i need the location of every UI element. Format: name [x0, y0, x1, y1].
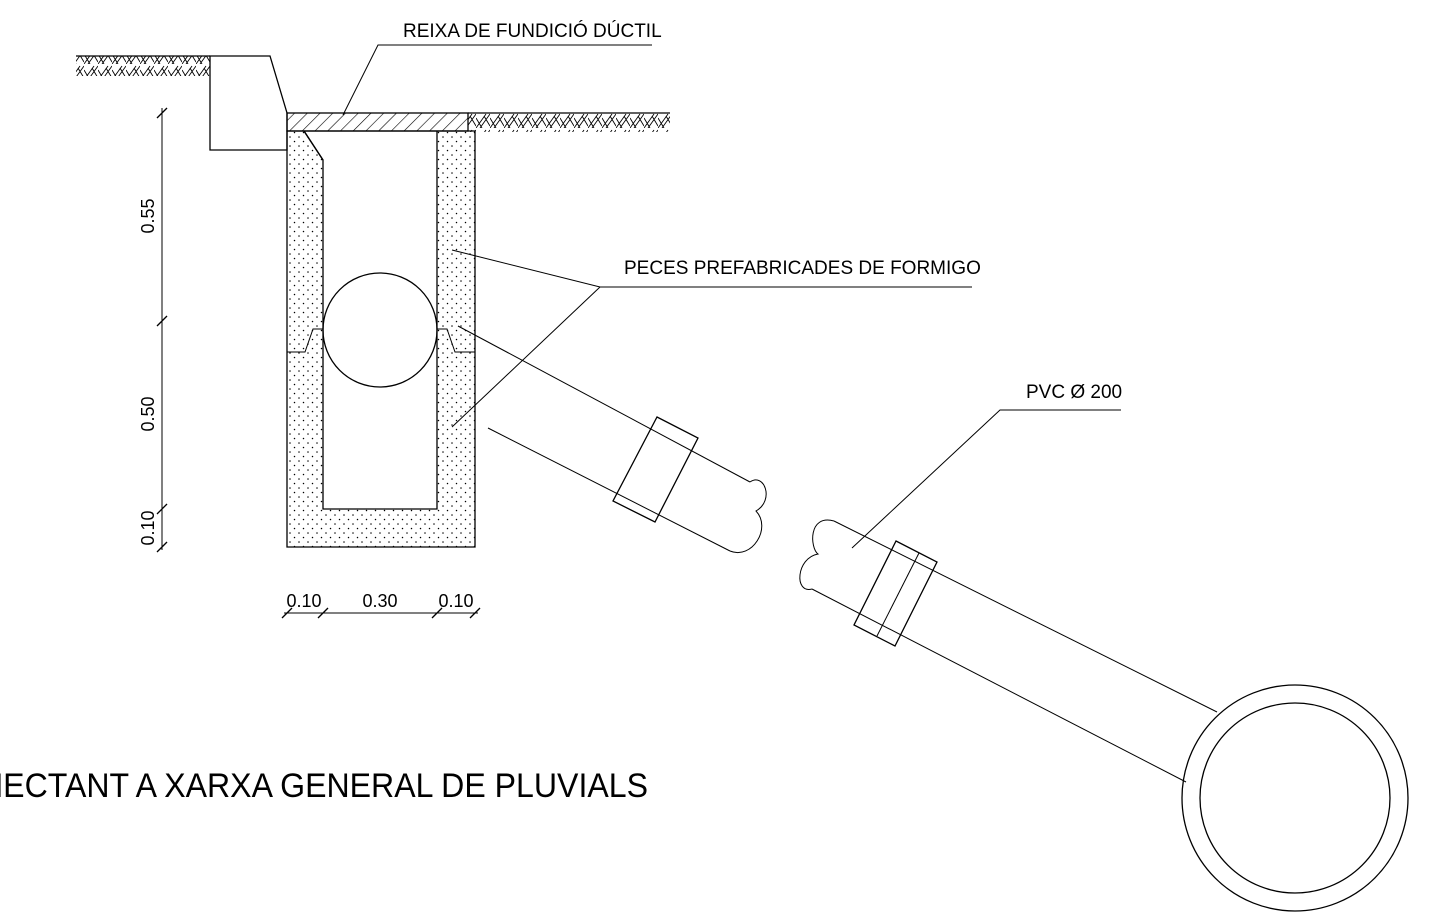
precast-channel-body	[286, 130, 476, 548]
ground-left	[76, 55, 210, 76]
pvc-pipe-upper	[457, 325, 767, 554]
channel-joint-left	[287, 328, 323, 353]
vertical-dimension	[156, 107, 168, 553]
pipe-leader	[851, 409, 1121, 549]
vertical-dim-label-1: 0.55	[138, 198, 158, 233]
grate-leader	[342, 44, 652, 116]
vertical-dim-label-3: 0.10	[138, 510, 158, 545]
pipe-coupling-upper	[612, 416, 699, 523]
drawing-title: NECTANT A XARXA GENERAL DE PLUVIALS	[0, 767, 648, 805]
channel-joint-right	[437, 328, 475, 353]
grate-label: REIXA DE FUNDICIÓ DÚCTIL	[403, 20, 662, 42]
ground-right	[468, 112, 670, 132]
horizontal-dim-label-3: 0.10	[438, 591, 473, 611]
horizontal-dim-label-1: 0.10	[286, 591, 321, 611]
curb	[209, 55, 288, 151]
outlet-opening	[322, 272, 438, 388]
pvc-pipe-lower	[799, 519, 1218, 783]
vertical-dim-label-2: 0.50	[138, 396, 158, 431]
pipe-coupling-lower	[853, 540, 938, 647]
horizontal-dimension	[281, 607, 481, 619]
main-collector	[1181, 684, 1409, 912]
grate	[286, 112, 469, 132]
pipe-label: PVC Ø 200	[1026, 382, 1122, 403]
horizontal-dim-label-2: 0.30	[362, 591, 397, 611]
precast-label: PECES PREFABRICADES DE FORMIGO	[624, 258, 981, 279]
